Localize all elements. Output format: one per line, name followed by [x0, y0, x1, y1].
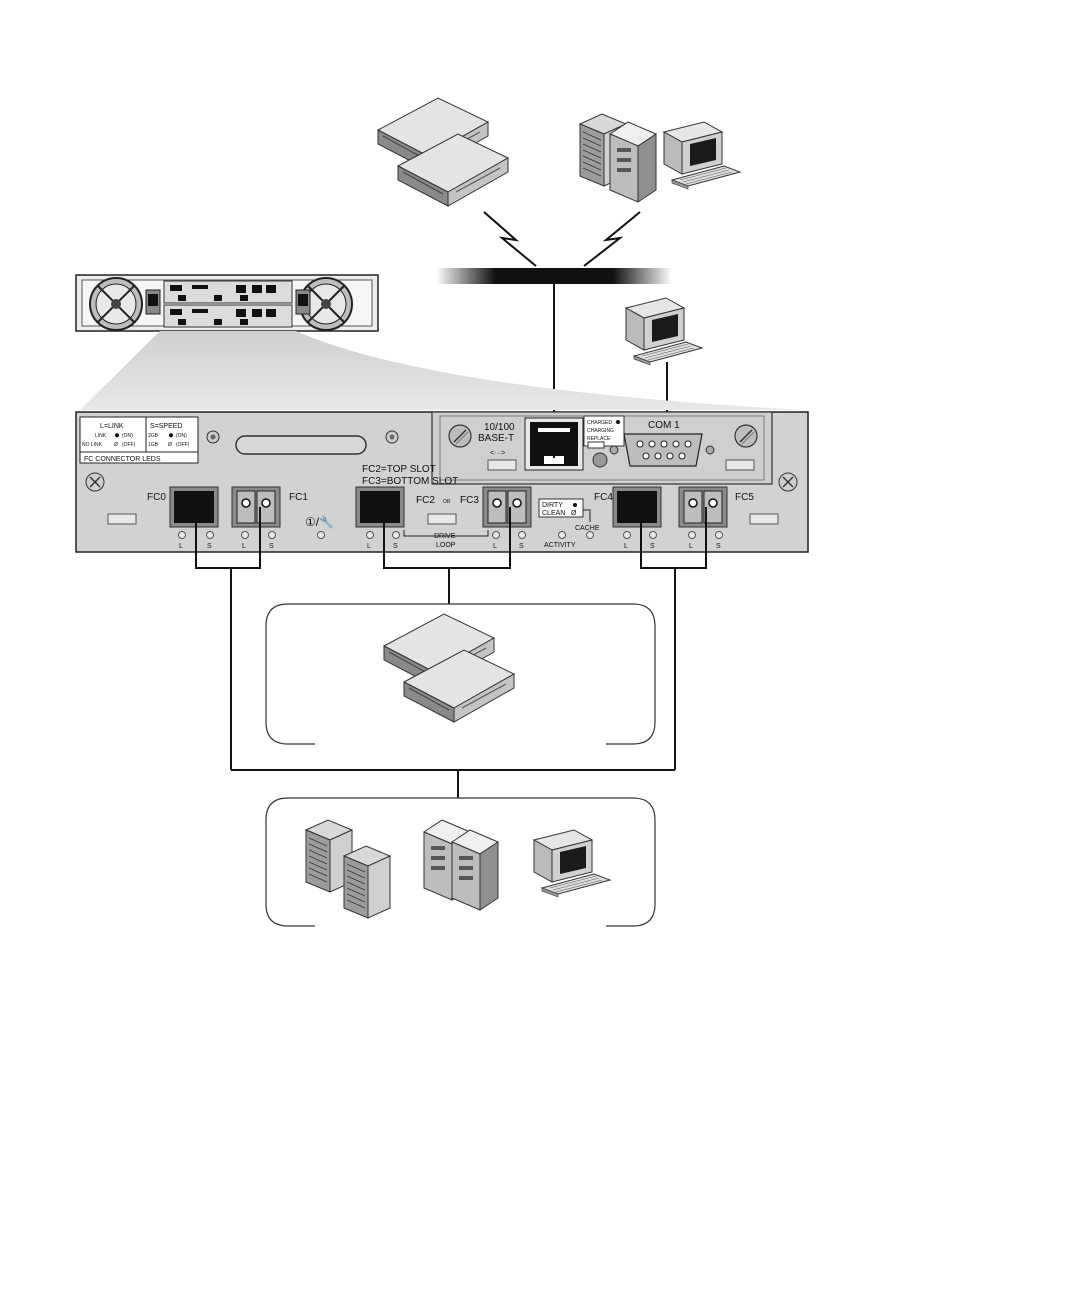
host-workstation-icon — [534, 830, 610, 897]
fc2-fc3-or-label: OR — [443, 499, 451, 505]
led-legend: L=LINK LINK (ON) NO LINK Ø (OFF) S=SPEED… — [80, 417, 198, 463]
fc4-label: FC4 — [594, 492, 613, 503]
legend-link-on: LINK — [95, 433, 107, 439]
fc2-port[interactable] — [356, 487, 404, 527]
fc0-s-label: S — [207, 543, 212, 550]
fan-left-icon — [90, 278, 142, 330]
fc3-port[interactable] — [483, 487, 531, 527]
battery-led — [593, 453, 607, 467]
battery-replace-label: REPLACE — [587, 436, 611, 442]
network-link-bolt-right — [584, 212, 640, 266]
legend-speed-off-state: (OFF) — [176, 442, 190, 448]
fc5-port[interactable] — [679, 487, 727, 527]
host-rack-server-b-icon — [344, 846, 390, 918]
activity-label: ACTIVITY — [544, 542, 576, 549]
fc2-label-plate — [428, 514, 456, 524]
cache-clean-label: CLEAN — [542, 510, 565, 517]
fc1-s-label: S — [269, 543, 274, 550]
fc0-label: FC0 — [147, 492, 166, 503]
panel-handle — [236, 436, 366, 454]
svg-text:Ø: Ø — [571, 510, 577, 517]
management-workstation-icon — [626, 298, 702, 365]
fc4-port[interactable] — [613, 487, 661, 527]
fc2-s-label: S — [393, 543, 398, 550]
fc5-l-label: L — [689, 543, 693, 550]
array-rear-view — [76, 275, 378, 331]
network-workstation-icon — [664, 122, 740, 189]
ethernet-arrow-icon: <···> — [490, 450, 505, 457]
fc1-label: FC1 — [289, 492, 308, 503]
thumbscrew-left-icon — [449, 425, 471, 447]
fc5-label: FC5 — [735, 492, 754, 503]
activity-led — [559, 532, 566, 539]
controller-panel: L=LINK LINK (ON) NO LINK Ø (OFF) S=SPEED… — [76, 412, 808, 552]
legend-link-title: L=LINK — [100, 423, 124, 430]
legend-footer: FC CONNECTOR LEDS — [84, 456, 161, 463]
host-tower-b-icon — [452, 830, 498, 910]
com1-label-plate — [726, 460, 754, 470]
crossscrew-left-icon — [86, 473, 104, 491]
fc3-label: FC3 — [460, 495, 479, 506]
fc0-l-label: L — [179, 543, 183, 550]
fc0-label-plate — [108, 514, 136, 524]
legend-speed-title: S=SPEED — [150, 423, 183, 430]
cache-led — [587, 532, 594, 539]
thumbscrew-right-icon — [735, 425, 757, 447]
fc0-port[interactable] — [170, 487, 218, 527]
network-storage-array-icon — [378, 98, 508, 206]
legend-link-off-state: (OFF) — [122, 442, 136, 448]
service-wrench-icon: ①/🔧 — [305, 514, 334, 529]
fc4-s-label: S — [650, 543, 655, 550]
svg-text:Ø: Ø — [168, 442, 172, 448]
fc2-label: FC2 — [416, 495, 435, 506]
fc1-l-label: L — [242, 543, 246, 550]
fc3-l-label: L — [493, 543, 497, 550]
cache-dirty-label: DIRTY — [542, 502, 563, 509]
service-led — [318, 532, 325, 539]
drive-loop-label-1: DRIVE — [434, 533, 456, 540]
fc4-l-label: L — [624, 543, 628, 550]
drive-loop-label-2: LOOP — [436, 542, 456, 549]
legend-speed-1gb: 1GB — [148, 442, 159, 448]
com1-label: COM 1 — [648, 420, 680, 431]
slot-note-bottom: FC3=BOTTOM SLOT — [362, 476, 458, 487]
network-hub-bar — [436, 268, 672, 284]
fc2-l-label: L — [367, 543, 371, 550]
legend-speed-2gb: 2GB — [148, 433, 159, 439]
fc5-label-plate — [750, 514, 778, 524]
slot-note-top: FC2=TOP SLOT — [362, 464, 436, 475]
legend-speed-on-state: (ON) — [176, 433, 187, 439]
ethernet-speed-label: 10/100 — [484, 422, 515, 433]
legend-link-on-state: (ON) — [122, 433, 133, 439]
ethernet-type-label: BASE-T — [478, 433, 514, 444]
fc5-s-label: S — [716, 543, 721, 550]
network-tower-server-icon — [610, 122, 656, 202]
battery-charging-label: CHARGING — [587, 428, 614, 434]
fc1-port[interactable] — [232, 487, 280, 527]
cache-label: CACHE — [575, 525, 600, 532]
ethernet-label-plate — [488, 460, 516, 470]
crossscrew-right-icon — [779, 473, 797, 491]
legend-link-off: NO LINK — [82, 442, 103, 448]
battery-charged-label: CHARGED — [587, 420, 612, 426]
expansion-storage-array-icon — [384, 614, 514, 722]
zoom-callout — [80, 331, 805, 410]
svg-text:Ø: Ø — [114, 442, 118, 448]
fc3-s-label: S — [519, 543, 524, 550]
network-link-bolt-left — [484, 212, 536, 266]
